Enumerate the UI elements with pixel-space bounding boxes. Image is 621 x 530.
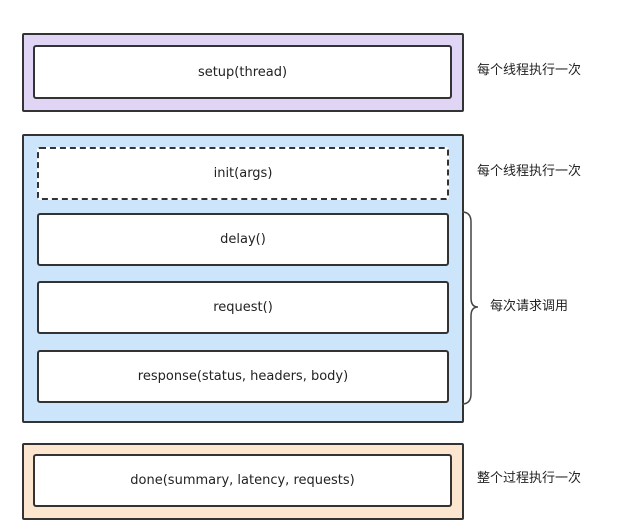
delay-function-label: delay()	[220, 232, 266, 247]
response-function-box: response(status, headers, body)	[37, 350, 449, 403]
request-function-box: request()	[37, 281, 449, 334]
setup-function-label: setup(thread)	[197, 64, 288, 80]
setup-function-box: setup(thread)	[33, 45, 452, 99]
brace-note: 每次请求调用	[490, 299, 569, 314]
curly-brace-icon	[461, 211, 479, 405]
done-note: 整个过程执行一次	[477, 471, 582, 486]
request-function-label: request()	[213, 300, 273, 315]
delay-function-box: delay()	[37, 213, 449, 266]
done-function-box: done(summary, latency, requests)	[33, 454, 452, 507]
response-function-label: response(status, headers, body)	[137, 369, 349, 384]
init-note: 每个线程执行一次	[477, 164, 582, 179]
setup-note: 每个线程执行一次	[477, 63, 582, 78]
init-function-label: init(args)	[213, 166, 273, 181]
done-function-label: done(summary, latency, requests)	[130, 473, 355, 488]
init-function-box: init(args)	[37, 147, 449, 200]
